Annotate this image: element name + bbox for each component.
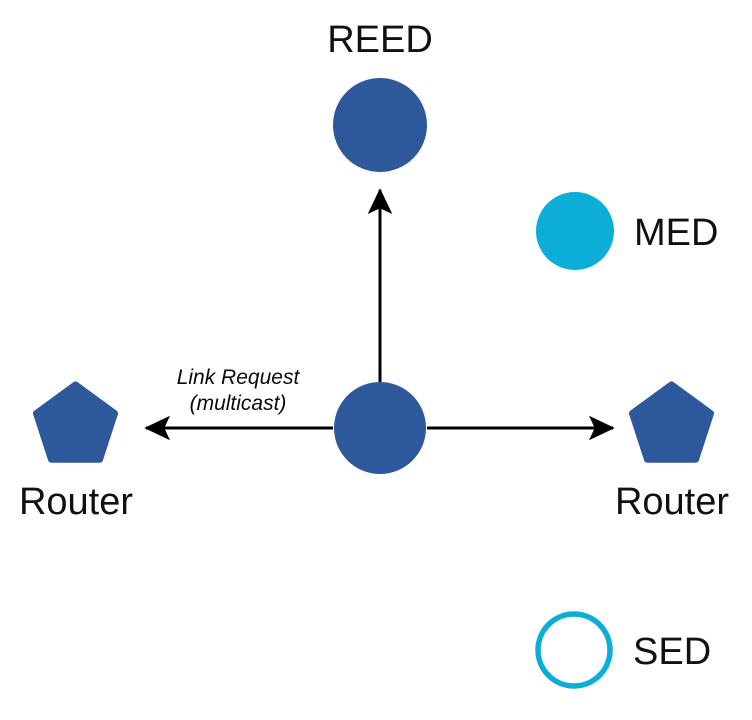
reed-label: REED: [327, 19, 433, 61]
router-right-label: Router: [615, 481, 729, 523]
link-request-line2: (multicast): [190, 392, 287, 415]
sed-label: SED: [633, 631, 711, 673]
med-label: MED: [634, 212, 718, 254]
node-med[interactable]: MED: [536, 192, 718, 270]
edge-group: [144, 188, 615, 441]
node-sed[interactable]: SED: [535, 611, 711, 689]
router-left-pentagon-icon: [33, 381, 118, 463]
med-circle-icon: [536, 192, 614, 270]
router-left-label: Router: [19, 481, 133, 523]
link-request-annotation: Link Request (multicast): [177, 366, 301, 415]
node-reed[interactable]: REED: [327, 19, 433, 172]
node-router-right[interactable]: Router: [615, 381, 729, 523]
reed-circle-icon: [333, 78, 427, 172]
link-request-line1: Link Request: [177, 366, 301, 389]
node-router-left[interactable]: Router: [19, 381, 133, 523]
node-leader[interactable]: [334, 382, 426, 474]
leader-circle-icon: [334, 382, 426, 474]
router-right-pentagon-icon: [629, 381, 714, 463]
sed-ring-icon: [535, 611, 613, 689]
